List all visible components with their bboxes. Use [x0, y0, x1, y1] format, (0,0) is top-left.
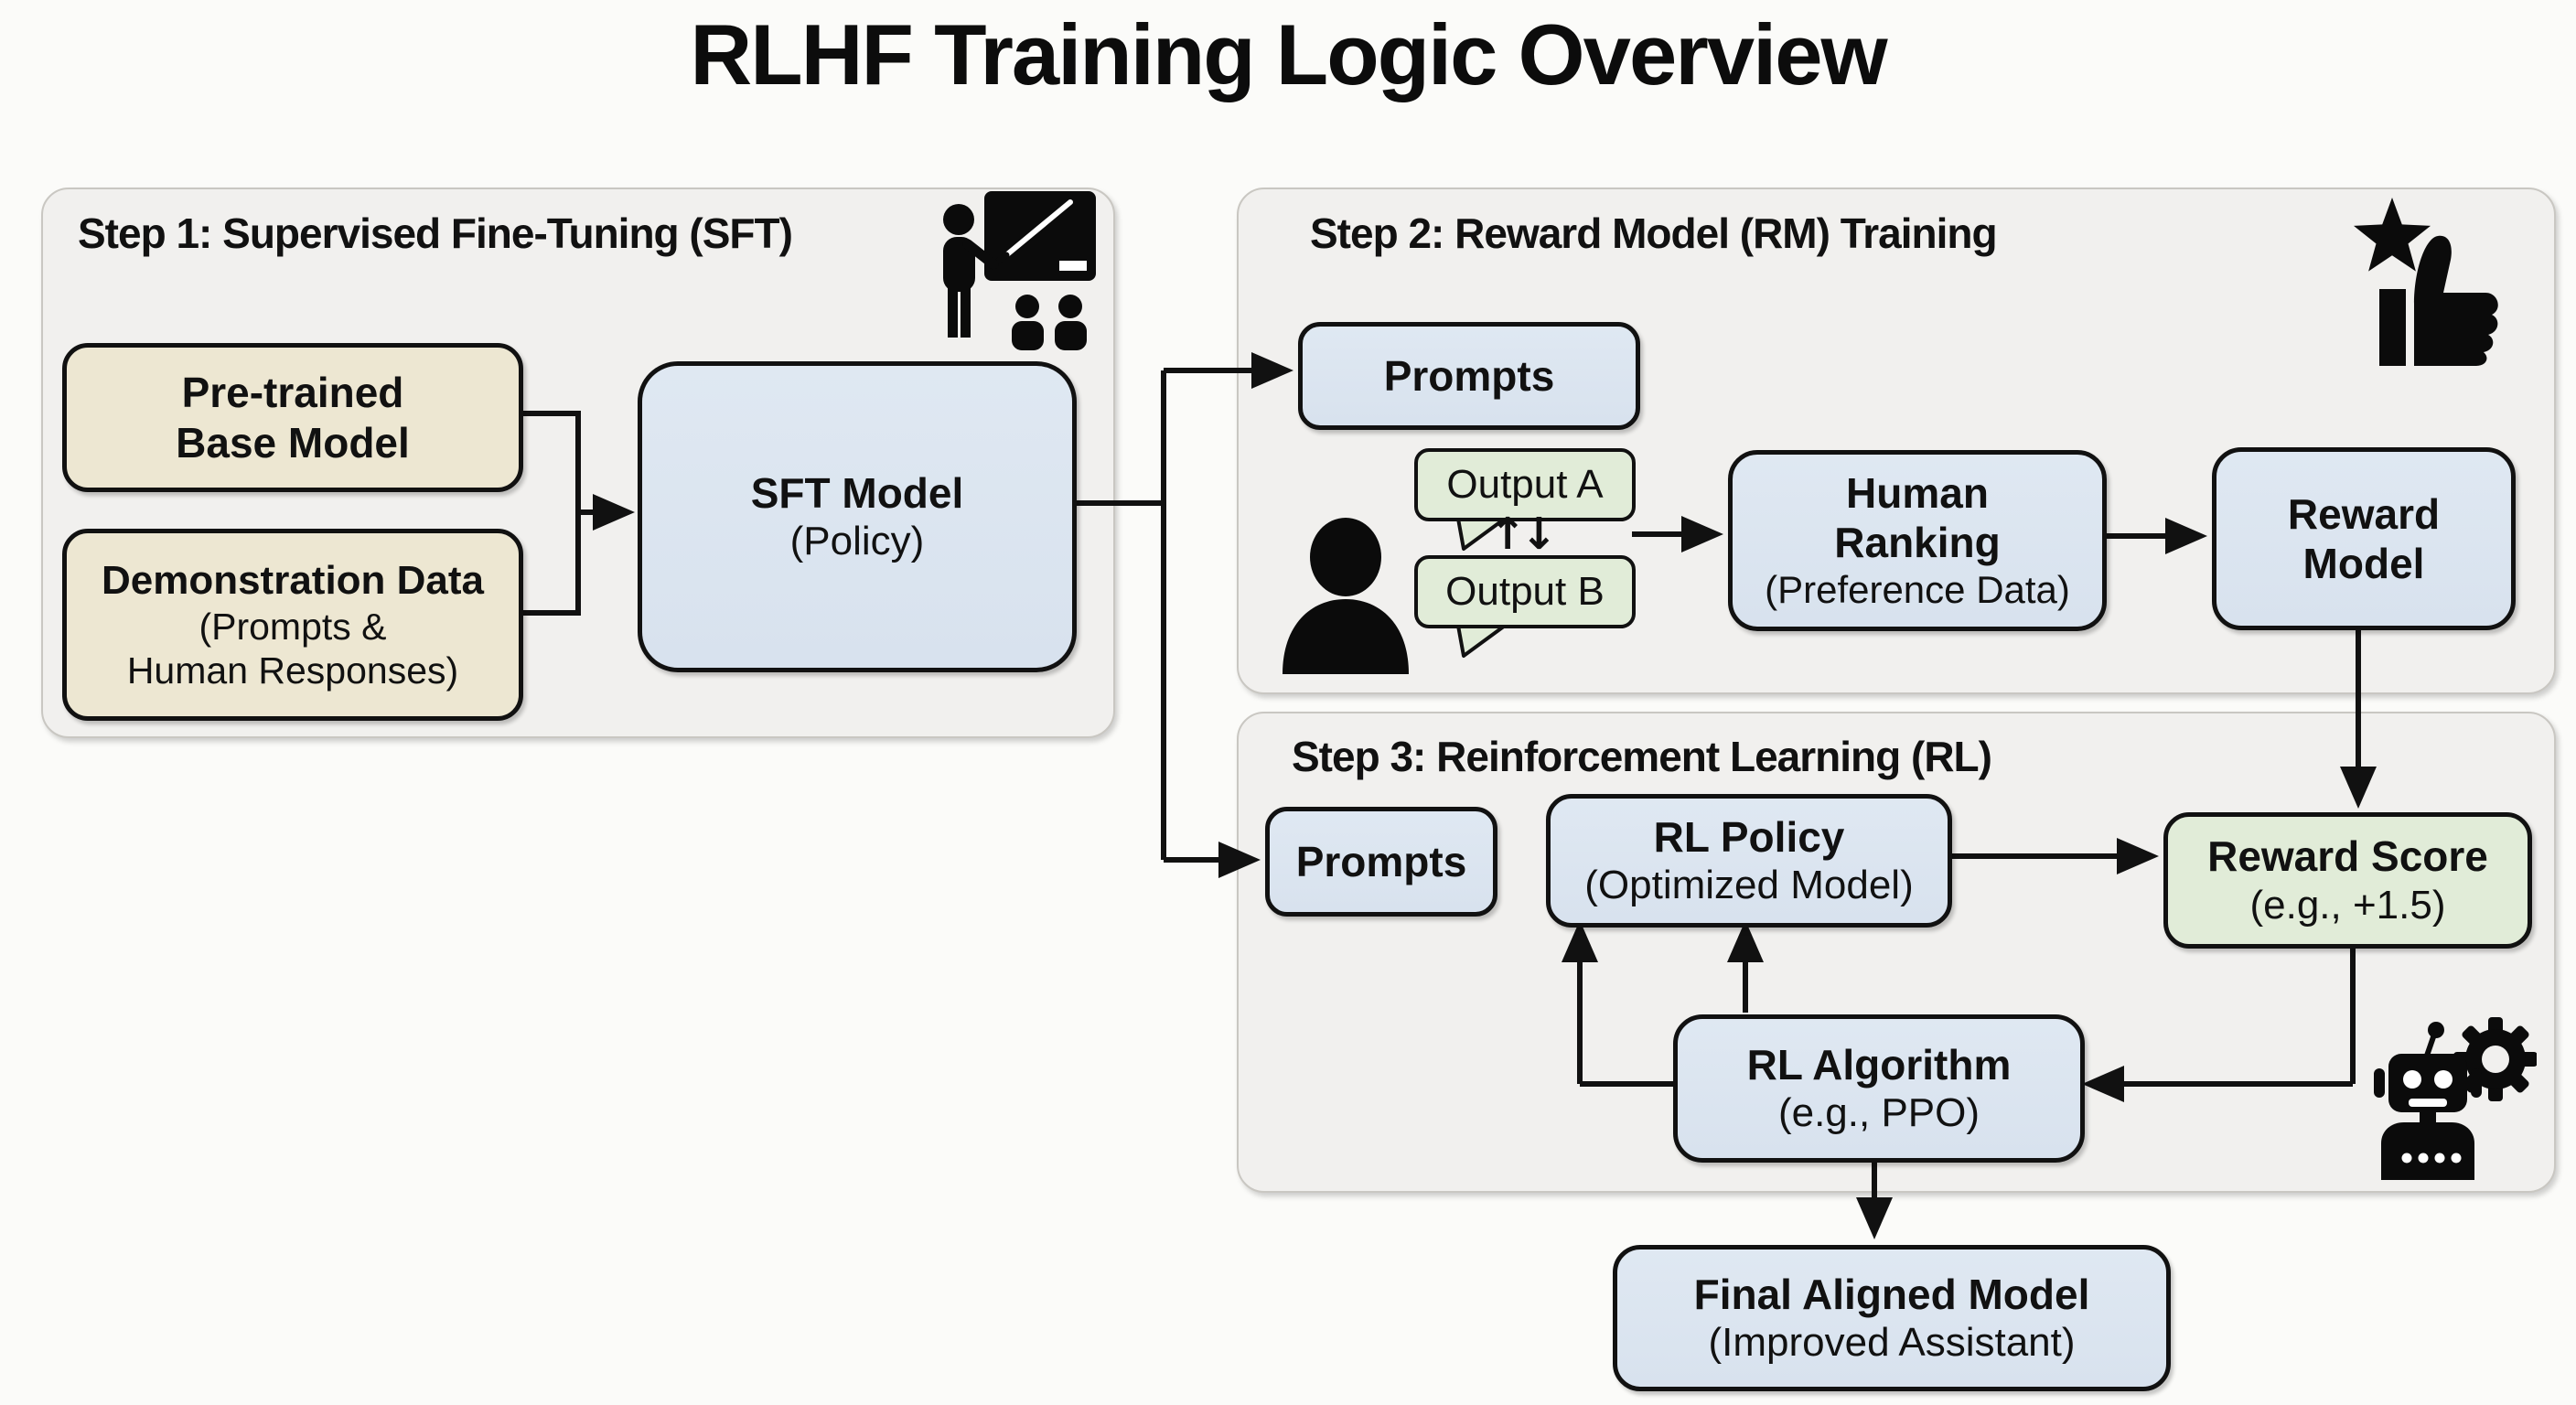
final-line2: (Improved Assistant)	[1708, 1320, 2076, 1366]
reward-score-line2: (e.g., +1.5)	[2249, 882, 2446, 928]
human-ranking-box: Human Ranking (Preference Data)	[1728, 450, 2107, 631]
rl-algorithm-box: RL Algorithm (e.g., PPO)	[1673, 1014, 2085, 1163]
star-thumbs-up-icon	[2354, 198, 2498, 366]
person-icon	[1283, 518, 1409, 674]
step1-header: Step 1: Supervised Fine-Tuning (SFT)	[78, 209, 793, 257]
demo-line3: Human Responses)	[126, 649, 459, 692]
sft-line2: (Policy)	[789, 519, 925, 564]
output-b-label: Output B	[1445, 569, 1605, 614]
step3-prompts-label: Prompts	[1295, 837, 1467, 885]
demo-line2: (Prompts &	[199, 605, 387, 648]
rl-algorithm-line2: (e.g., PPO)	[1777, 1090, 1980, 1136]
sft-line1: SFT Model	[750, 468, 964, 517]
pretrained-line2: Base Model	[176, 418, 410, 467]
rl-policy-line1: RL Policy	[1653, 812, 1845, 861]
rl-policy-line2: (Optimized Model)	[1584, 863, 1914, 908]
reward-model-box: Reward Model	[2212, 447, 2516, 630]
final-line1: Final Aligned Model	[1693, 1270, 2090, 1318]
sft-model-box: SFT Model (Policy)	[638, 361, 1077, 672]
teacher-presentation-icon	[943, 191, 1096, 350]
pretrained-line1: Pre-trained	[181, 369, 404, 417]
rl-algorithm-line1: RL Algorithm	[1746, 1040, 2012, 1089]
reward-model-line2: Model	[2302, 540, 2425, 587]
human-ranking-line1: Human	[1846, 468, 1989, 517]
step2-header: Step 2: Reward Model (RM) Training	[1310, 209, 1998, 257]
demo-line1: Demonstration Data	[101, 557, 485, 603]
reward-score-line1: Reward Score	[2207, 832, 2488, 881]
output-b-bubble: Output B	[1414, 555, 1636, 628]
step2-prompts-box: Prompts	[1298, 322, 1640, 430]
reward-model-line1: Reward	[2287, 489, 2441, 538]
page-title: RLHF Training Logic Overview	[690, 6, 1887, 102]
robot-gear-icon	[2374, 1017, 2537, 1180]
output-a-label: Output A	[1446, 462, 1604, 507]
human-ranking-line2: Ranking	[1834, 519, 2001, 567]
step3-header: Step 3: Reinforcement Learning (RL)	[1292, 733, 1992, 780]
final-aligned-model-box: Final Aligned Model (Improved Assistant)	[1613, 1245, 2171, 1391]
reward-score-box: Reward Score (e.g., +1.5)	[2163, 812, 2532, 949]
demonstration-data-box: Demonstration Data (Prompts & Human Resp…	[62, 529, 523, 721]
rl-policy-box: RL Policy (Optimized Model)	[1546, 794, 1952, 928]
step3-prompts-box: Prompts	[1265, 807, 1497, 917]
step2-prompts-label: Prompts	[1383, 351, 1555, 400]
pretrained-base-model-box: Pre-trained Base Model	[62, 343, 523, 492]
human-ranking-line3: (Preference Data)	[1765, 568, 2070, 612]
output-a-bubble: Output A	[1414, 448, 1636, 521]
compare-arrows-glyph: ↑↓	[1489, 509, 1557, 560]
